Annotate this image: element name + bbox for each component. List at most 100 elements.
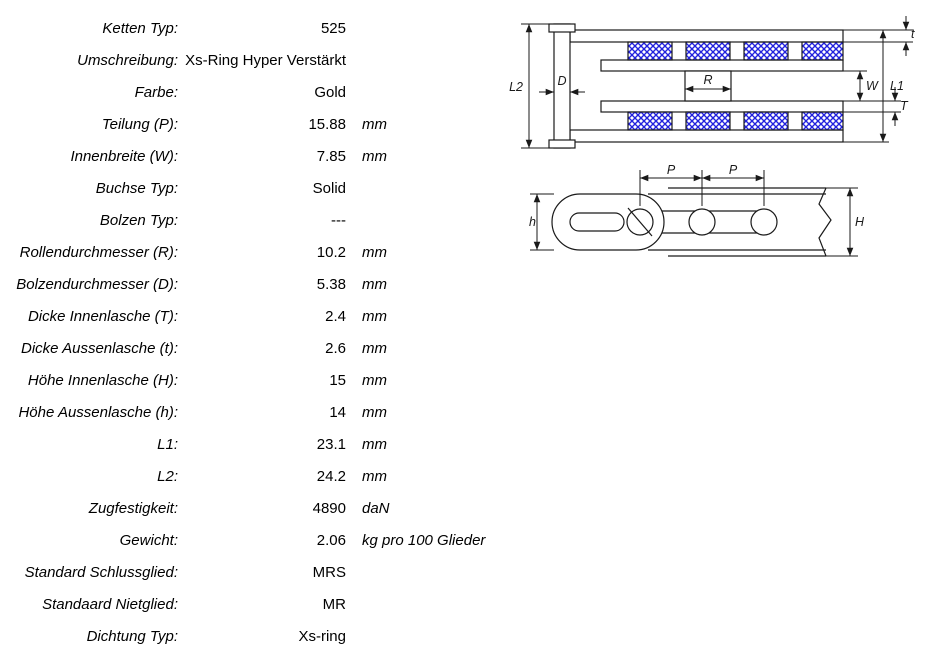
spec-row: Bolzendurchmesser (D): 5.38 mm: [0, 268, 492, 300]
break-line: [818, 187, 832, 257]
dim-label-h-small: h: [529, 215, 536, 229]
spec-value: Xs-Ring Hyper Verstärkt: [185, 51, 346, 69]
spec-value: 15: [329, 371, 346, 389]
inner-plate-bottom: [600, 100, 844, 113]
spec-value: 4890: [312, 499, 346, 517]
chain-side-view-diagram: P P h H: [529, 163, 865, 257]
spec-unit: daN: [362, 499, 390, 517]
xring-blocks-top: [627, 41, 844, 61]
dim-label-l1: L1: [890, 79, 904, 93]
roller-circle-3: [750, 208, 778, 236]
spec-unit: mm: [362, 275, 387, 293]
dim-label-t-small: t: [911, 27, 915, 41]
spec-row: L2: 24.2 mm: [0, 460, 492, 492]
spec-label: Buchse Typ:: [95, 179, 178, 197]
spec-value: 2.4: [325, 307, 346, 325]
spec-row: Innenbreite (W): 7.85 mm: [0, 140, 492, 172]
spec-label: Standaard Nietglied:: [42, 595, 178, 613]
dim-label-p1: P: [667, 163, 676, 177]
clip-cut-line: [627, 207, 653, 237]
spec-label: Dichtung Typ:: [86, 627, 178, 645]
outer-plate-bottom: [569, 129, 844, 143]
spec-unit: mm: [362, 339, 387, 357]
spec-label: Standard Schlussglied:: [24, 563, 178, 581]
spec-label: Farbe:: [134, 83, 178, 101]
dim-label-r: R: [703, 73, 712, 87]
xring-blocks-bottom: [627, 111, 844, 131]
spec-label: Umschreibung:: [77, 51, 178, 69]
spec-row: Farbe: Gold: [0, 76, 492, 108]
spec-label: Ketten Typ:: [102, 19, 178, 37]
spec-value: 525: [320, 19, 346, 37]
spec-value: 14: [329, 403, 346, 421]
spec-unit: kg pro 100 Glieder: [362, 531, 486, 549]
spec-value: 2.6: [325, 339, 346, 357]
side-view-structure: [551, 187, 832, 257]
dim-label-w: W: [866, 79, 879, 93]
spec-row: L1: 23.1 mm: [0, 428, 492, 460]
spec-unit: mm: [362, 115, 387, 133]
spec-row: Gewicht: 2.06 kg pro 100 Glieder: [0, 524, 492, 556]
spec-value: 7.85: [316, 147, 346, 165]
spec-row: Teilung (P): 15.88 mm: [0, 108, 492, 140]
spec-row: Zugfestigkeit: 4890 daN: [0, 492, 492, 524]
spec-row: Standaard Nietglied: MR: [0, 588, 492, 620]
spec-label: Teilung (P):: [101, 115, 178, 133]
spec-value: Gold: [314, 83, 346, 101]
roller-circle-2: [688, 208, 716, 236]
spec-value: 15.88: [308, 115, 346, 133]
dim-label-p2: P: [729, 163, 738, 177]
chain-structure: [548, 23, 844, 149]
spec-label: Gewicht:: [119, 531, 178, 549]
spec-label: Rollendurchmesser (R):: [19, 243, 178, 261]
spec-row: Dicke Aussenlasche (t): 2.6 mm: [0, 332, 492, 364]
pin-cap-bottom: [548, 139, 576, 149]
spec-label: L2:: [157, 467, 178, 485]
side-view-dimensions: [530, 170, 858, 257]
spec-value: MRS: [312, 563, 346, 581]
pin-cap-top: [548, 23, 576, 33]
spec-unit: mm: [362, 435, 387, 453]
spec-value: 24.2: [316, 467, 346, 485]
dim-label-t-big: T: [900, 99, 909, 113]
spec-label: Höhe Innenlasche (H):: [27, 371, 178, 389]
spec-row: Bolzen Typ: ---: [0, 204, 492, 236]
spec-row: Buchse Typ: Solid: [0, 172, 492, 204]
spec-row: Ketten Typ: 525: [0, 12, 492, 44]
spec-label: Dicke Aussenlasche (t):: [20, 339, 178, 357]
spec-row: Standard Schlussglied: MRS: [0, 556, 492, 588]
spec-label: Bolzendurchmesser (D):: [16, 275, 178, 293]
spec-unit: mm: [362, 147, 387, 165]
outer-plate-top: [569, 29, 844, 43]
spec-label: Bolzen Typ:: [99, 211, 178, 229]
spec-unit: mm: [362, 403, 387, 421]
spec-value: Solid: [312, 179, 346, 197]
spec-value: Xs-ring: [298, 627, 346, 645]
spec-label: Zugfestigkeit:: [88, 499, 178, 517]
spec-unit: mm: [362, 467, 387, 485]
spec-label: Höhe Aussenlasche (h):: [18, 403, 178, 421]
spec-value: ---: [331, 211, 346, 229]
spec-unit: mm: [362, 243, 387, 261]
spec-value: 5.38: [316, 275, 346, 293]
dim-label-h-big: H: [855, 215, 865, 229]
spec-label: L1:: [157, 435, 178, 453]
spec-value: 23.1: [316, 435, 346, 453]
spec-value: 10.2: [316, 243, 346, 261]
chain-spec-table: Ketten Typ: 525 Umschreibung: Xs-Ring Hy…: [0, 12, 492, 652]
spec-row: Dichtung Typ: Xs-ring: [0, 620, 492, 652]
spec-unit: mm: [362, 371, 387, 389]
chain-cross-section-diagram: L2 D R W L1 t T: [509, 16, 915, 149]
plate-slot: [569, 212, 625, 232]
spec-label: Dicke Innenlasche (T):: [27, 307, 178, 325]
spec-value: MR: [322, 595, 346, 613]
spec-row: Umschreibung: Xs-Ring Hyper Verstärkt: [0, 44, 492, 76]
spec-row: Höhe Aussenlasche (h): 14 mm: [0, 396, 492, 428]
spec-unit: mm: [362, 307, 387, 325]
dim-label-d: D: [557, 74, 566, 88]
spec-row: Rollendurchmesser (R): 10.2 mm: [0, 236, 492, 268]
spec-row: Höhe Innenlasche (H): 15 mm: [0, 364, 492, 396]
spec-row: Dicke Innenlasche (T): 2.4 mm: [0, 300, 492, 332]
dimension-lines: [521, 16, 913, 149]
inner-plate-top: [600, 59, 844, 72]
